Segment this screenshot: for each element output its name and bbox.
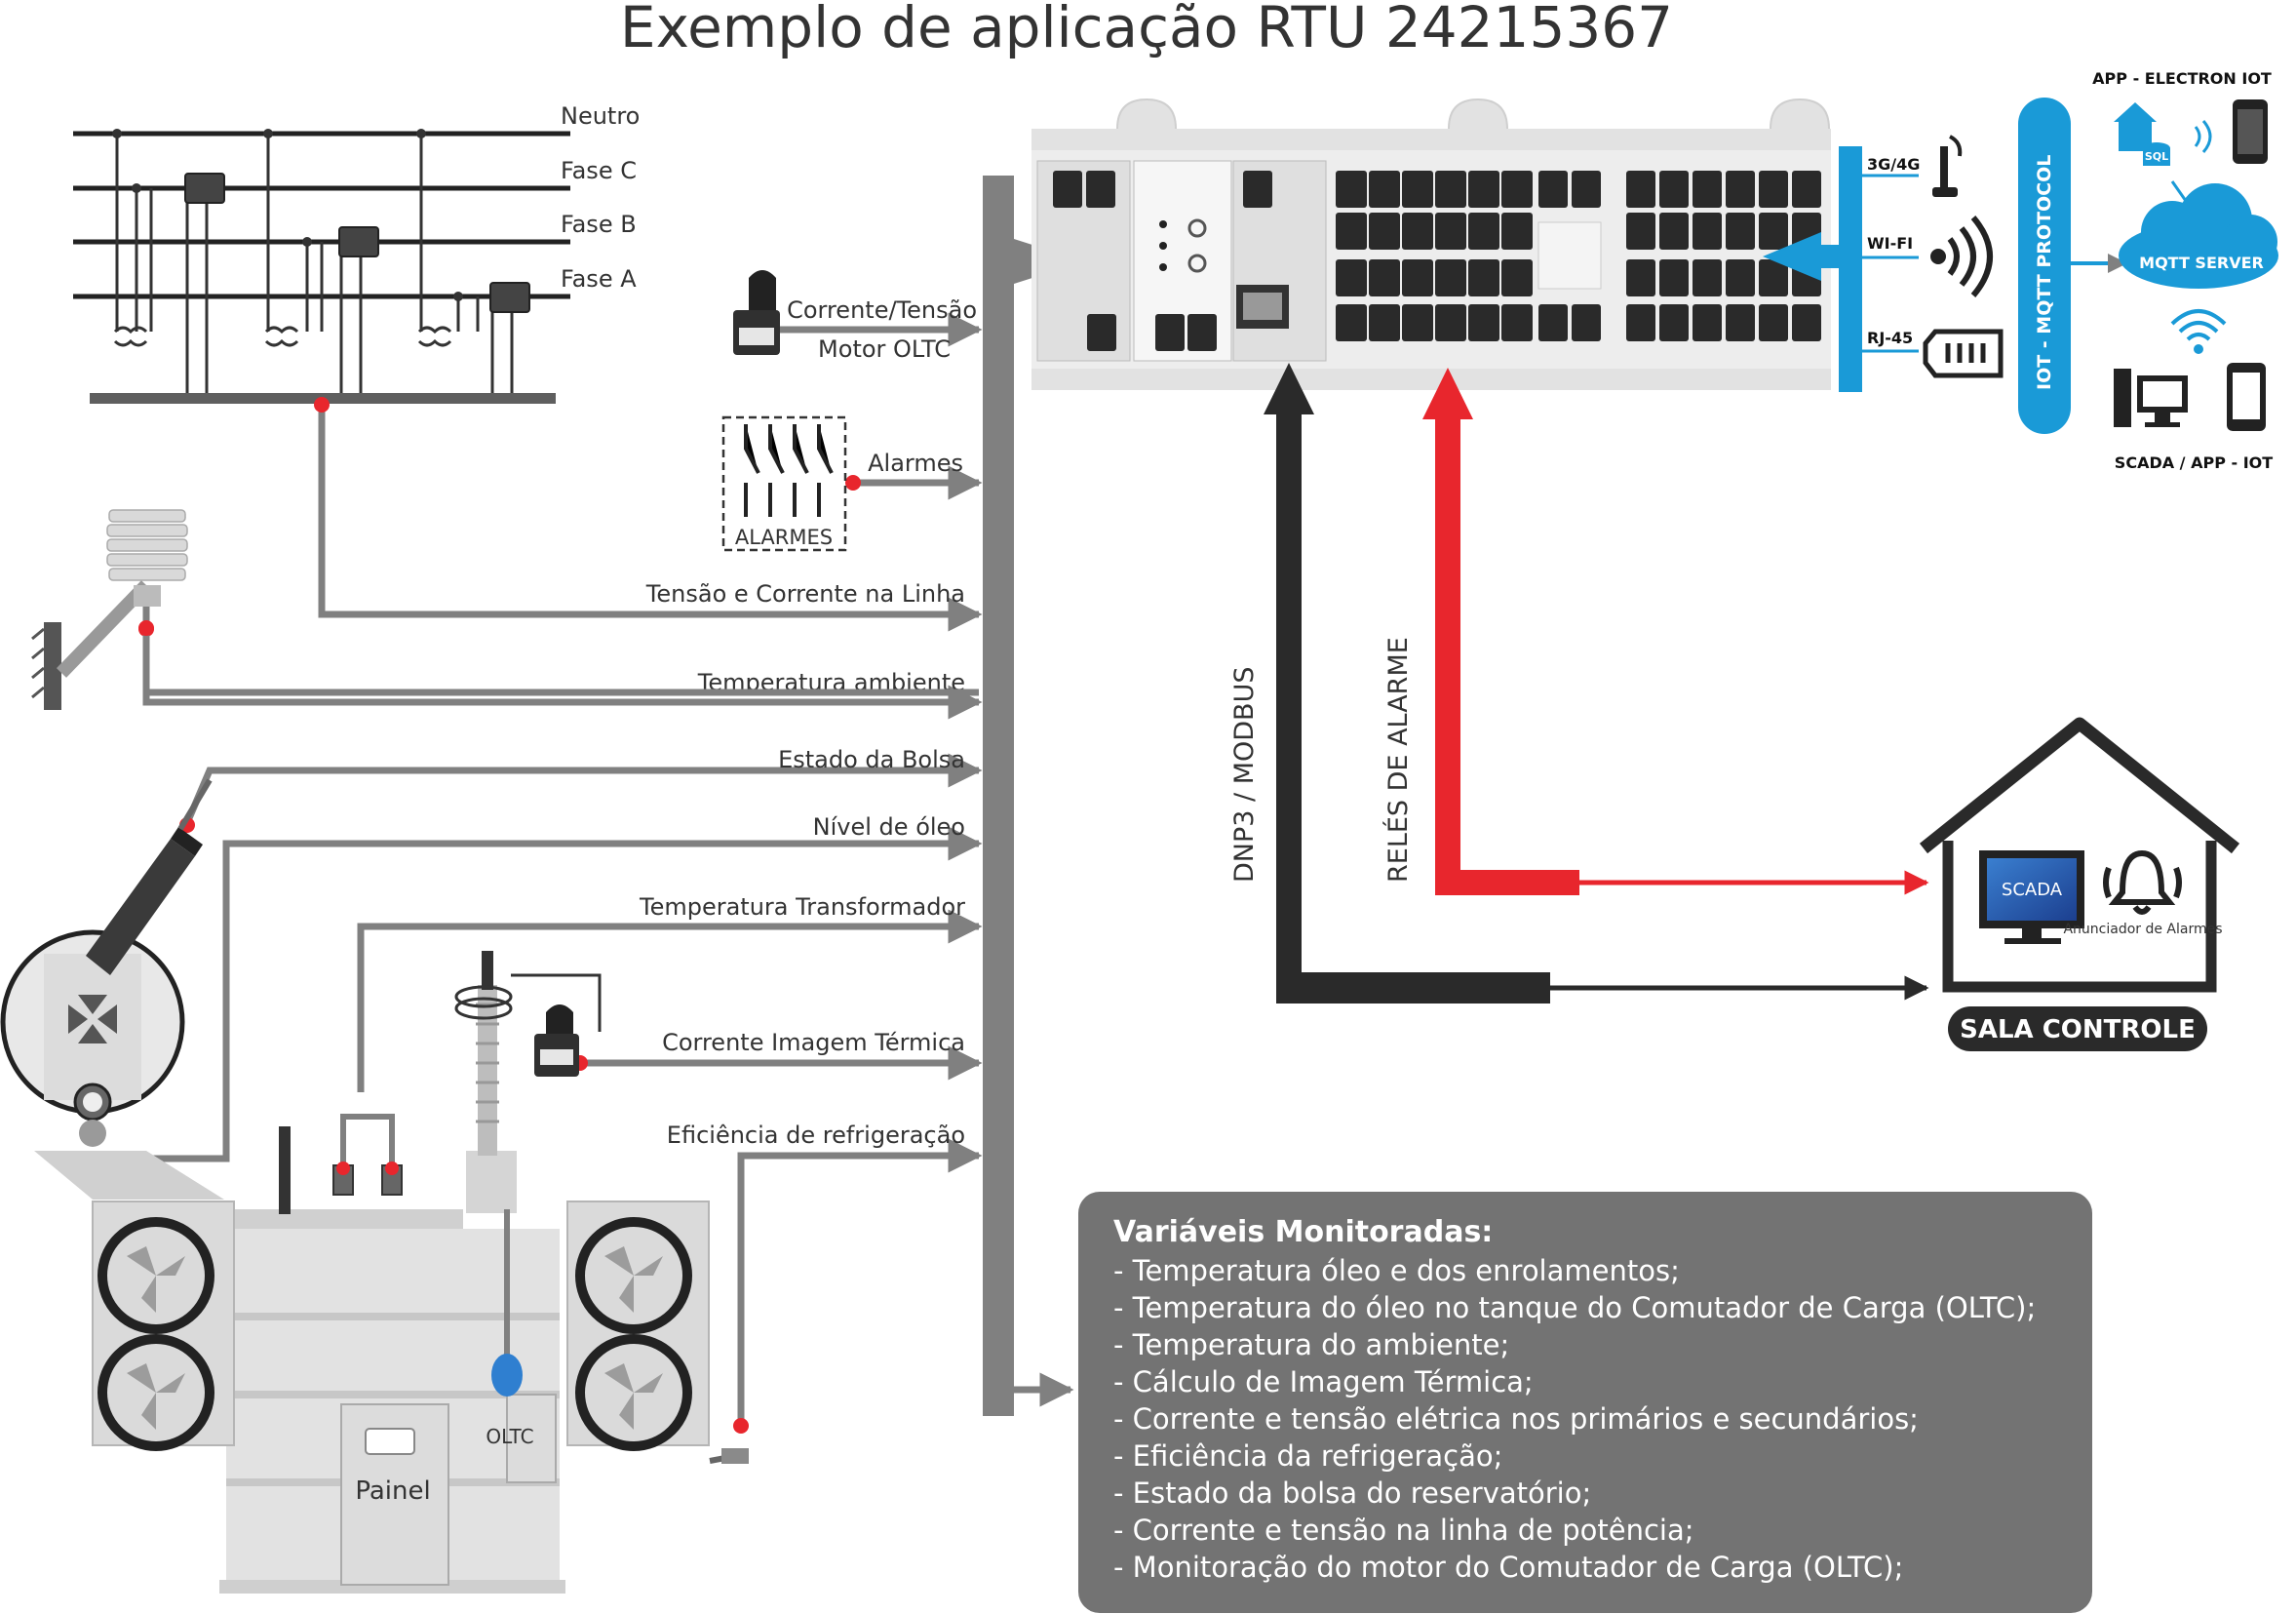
oltc-label: OLTC	[486, 1425, 533, 1448]
sql-database-icon: SQL	[2114, 102, 2170, 166]
label-alarmes: Alarmes	[868, 450, 963, 477]
current-clamp-icon	[733, 270, 780, 355]
monitored-item: - Eficiência da refrigeração;	[1113, 1439, 1503, 1473]
rj45-icon	[1923, 329, 2004, 378]
alarm-contacts-box: ALARMES	[721, 415, 847, 552]
scada-monitor-icon: SCADA	[1979, 850, 2084, 944]
monitored-item: - Cálculo de Imagem Térmica;	[1113, 1365, 1534, 1398]
comms-section: 3G/4G WI-FI RJ-45 IOT - MQTT PROTOCOL	[1763, 98, 2127, 434]
monitored-variables-box: Variáveis Monitoradas: - Temperatura óle…	[1078, 1192, 2092, 1613]
sql-label: SQL	[2145, 150, 2168, 163]
monitored-title: Variáveis Monitoradas:	[1113, 1215, 1494, 1249]
page-title: Exemplo de aplicação RTU 24215367	[620, 0, 1673, 60]
dnp3-label: DNP3 / MODBUS	[1229, 667, 1260, 883]
phase-label-b: Fase B	[561, 211, 637, 238]
weather-sensor-icon	[31, 509, 979, 710]
protocol-label: IOT - MQTT PROTOCOL	[2034, 155, 2055, 390]
ethernet-label: RJ-45	[1867, 329, 1913, 347]
app-wifi-icon	[2194, 120, 2212, 153]
brand-logo	[68, 995, 117, 1043]
mobile-app-icon	[2233, 99, 2268, 164]
smartphone-icon	[2227, 363, 2266, 431]
monitored-item: - Monitoração do motor do Comutador de C…	[1113, 1551, 1904, 1584]
label-temperatura-transformador: Temperatura Transformador	[639, 893, 965, 921]
phase-label-a: Fase A	[561, 265, 637, 293]
app-title: APP - ELECTRON IOT	[2092, 69, 2272, 88]
mqtt-server-label: MQTT SERVER	[2139, 254, 2264, 272]
relays-label: RELÉS DE ALARME	[1382, 637, 1414, 883]
monitored-item: - Corrente e tensão elétrica nos primári…	[1113, 1402, 1919, 1436]
control-room: SCADA Anunciador de Alarmes SALA CONTROL…	[1919, 717, 2240, 1051]
alarm-bell-icon	[2103, 849, 2182, 915]
signal-bus	[93, 176, 1074, 1424]
power-lines: Neutro Fase C Fase B Fase A	[73, 102, 640, 404]
clients-label: SCADA / APP - IOT	[2115, 453, 2273, 472]
monitored-item: - Temperatura do óleo no tanque do Comut…	[1113, 1291, 2037, 1324]
antenna-icon	[1932, 135, 1963, 197]
dnp3-link: DNP3 / MODBUS	[1229, 363, 1929, 1004]
annunciator-label: Anunciador de Alarmes	[2063, 922, 2222, 937]
cellular-label: 3G/4G	[1867, 155, 1920, 174]
alarm-relay-link: RELÉS DE ALARME	[1382, 368, 1929, 895]
phase-label-neutro: Neutro	[561, 102, 640, 130]
scada-label: SCADA	[2002, 880, 2063, 900]
label-tensao-corrente-linha: Tensão e Corrente na Linha	[645, 580, 965, 608]
monitored-item: - Estado da bolsa do reservatório;	[1113, 1476, 1592, 1510]
monitored-item: - Temperatura do ambiente;	[1113, 1328, 1510, 1361]
transformer: Painel OLTC	[0, 778, 749, 1594]
rtu-device	[1031, 98, 1831, 390]
label-nivel-oleo: Nível de óleo	[813, 813, 965, 841]
label-motor-oltc: Motor OLTC	[818, 335, 951, 363]
client-wifi-icon	[2170, 309, 2227, 354]
monitored-item: - Temperatura óleo e dos enrolamentos;	[1113, 1254, 1680, 1287]
label-eficiencia-refrigeracao: Eficiência de refrigeração	[667, 1122, 965, 1149]
wifi-label: WI-FI	[1867, 234, 1913, 253]
phase-label-c: Fase C	[561, 157, 637, 184]
cloud-section: APP - ELECTRON IOT SQL MQTT SERVER	[2092, 69, 2278, 472]
wifi-signal-icon	[1930, 216, 1993, 297]
label-corrente-imagem-termica: Corrente Imagem Térmica	[662, 1029, 965, 1056]
label-estado-bolsa: Estado da Bolsa	[778, 746, 965, 773]
control-room-label: SALA CONTROLE	[1960, 1015, 2196, 1044]
monitored-item: - Corrente e tensão na linha de potência…	[1113, 1514, 1694, 1547]
scada-pc-icon	[2114, 369, 2188, 427]
panel-label: Painel	[355, 1476, 430, 1506]
cloud-icon	[2119, 183, 2278, 289]
alarm-box-label: ALARMES	[735, 526, 833, 549]
label-corrente-tensao: Corrente/Tensão	[787, 296, 977, 324]
